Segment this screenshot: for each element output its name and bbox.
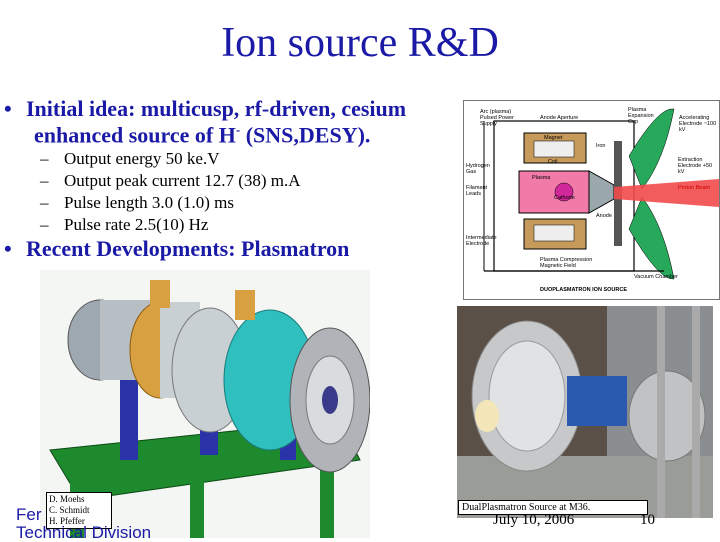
dash-icon: – <box>40 171 49 190</box>
label-anode-aperture: Anode Aperture <box>540 115 579 121</box>
superscript-minus: - <box>235 122 241 138</box>
footer-date: July 10, 2006 <box>493 512 575 528</box>
bullet-recent-developments: • Recent Developments: Plasmatron <box>4 236 349 262</box>
bullet1-line1: Initial idea: multicusp, rf-driven, cesi… <box>26 96 407 121</box>
label-plasma: Plasma <box>532 175 551 181</box>
bullet2-text: Recent Developments: Plasmatron <box>26 236 350 261</box>
photo-dualplasmatron <box>457 306 713 518</box>
label-proton-beam: Proton Beam <box>678 185 711 191</box>
sub-bullet-text: Pulse length 3.0 (1.0) ms <box>64 193 234 212</box>
label-extraction-electrode: Extraction Electrode +50 kV <box>678 157 713 175</box>
label-arc-supply: Arc (plasma) Pulsed Power Supply <box>480 109 514 127</box>
sub-bullet: –Output energy 50 ke.V <box>40 148 301 170</box>
sub-bullet-text: Pulse rate 2.5(10) Hz <box>64 215 209 234</box>
author-name: C. Schmidt <box>49 505 90 515</box>
label-iron: Iron <box>596 143 606 149</box>
label-coil: Coil <box>548 159 558 165</box>
label-magnet: Magnet <box>544 135 563 141</box>
bullet-initial-idea: • Initial idea: multicusp, rf-driven, ces… <box>4 96 464 149</box>
duoplasmatron-schematic: Arc (plasma) Pulsed Power Supply Anode A… <box>463 100 720 300</box>
sub-bullet-list: –Output energy 50 ke.V –Output peak curr… <box>40 148 301 236</box>
dash-icon: – <box>40 149 49 168</box>
dash-icon: – <box>40 215 49 234</box>
label-anode: Anode <box>596 213 612 219</box>
label-source-name: DUOPLASMATRON ION SOURCE <box>540 287 627 293</box>
bullet1-line2: enhanced source of H- (SNS,DESY). <box>4 122 464 149</box>
label-cathode: Cathode <box>554 195 575 201</box>
author-name: H. Pfeffer <box>49 516 85 526</box>
label-hydrogen-gas: Hydrogen Gas <box>466 163 490 175</box>
slide-title: Ion source R&D <box>221 20 499 66</box>
cad-rendering <box>40 270 370 538</box>
sub-bullet: –Pulse rate 2.5(10) Hz <box>40 214 301 236</box>
bullet-dot-icon: • <box>4 236 12 261</box>
label-intermediate-electrode: Intermediate Electrode <box>466 235 497 247</box>
label-accelerating-electrode: Accelerating Electrode ~100 kV <box>679 115 717 133</box>
label-vacuum-chamber: Vacuum Chamber <box>634 274 678 280</box>
cad-authors-note: D. Moehs C. Schmidt H. Pfeffer <box>46 492 112 529</box>
sub-bullet: –Output peak current 12.7 (38) m.A <box>40 170 301 192</box>
footer-left: Fer Technical Division <box>16 506 151 542</box>
dash-icon: – <box>40 193 49 212</box>
bullet1-line2-text: enhanced source of H <box>34 122 236 148</box>
label-plasma-cup: Plasma Expansion Cup <box>628 107 654 125</box>
cad-drawing <box>49 280 370 538</box>
page-number: 10 <box>640 512 655 528</box>
photo-drawing <box>457 306 713 518</box>
author-name: D. Moehs <box>49 494 85 504</box>
label-filament-leads: Filament Leads <box>466 185 488 197</box>
footer-division: Technical Division <box>16 523 152 542</box>
sub-bullet-text: Output peak current 12.7 (38) m.A <box>64 171 301 190</box>
bullet-dot-icon: • <box>4 96 12 121</box>
photo-caption: DualPlasmatron Source at M36. <box>458 500 648 515</box>
footer-org: Fer <box>16 505 42 524</box>
schematic-drawing <box>483 108 719 280</box>
sub-bullet-text: Output energy 50 ke.V <box>64 149 220 168</box>
label-compression-field: Plasma Compression Magnetic Field <box>540 257 593 269</box>
sub-bullet: –Pulse length 3.0 (1.0) ms <box>40 192 301 214</box>
bullet1-line2-rest: (SNS,DESY). <box>240 122 371 148</box>
